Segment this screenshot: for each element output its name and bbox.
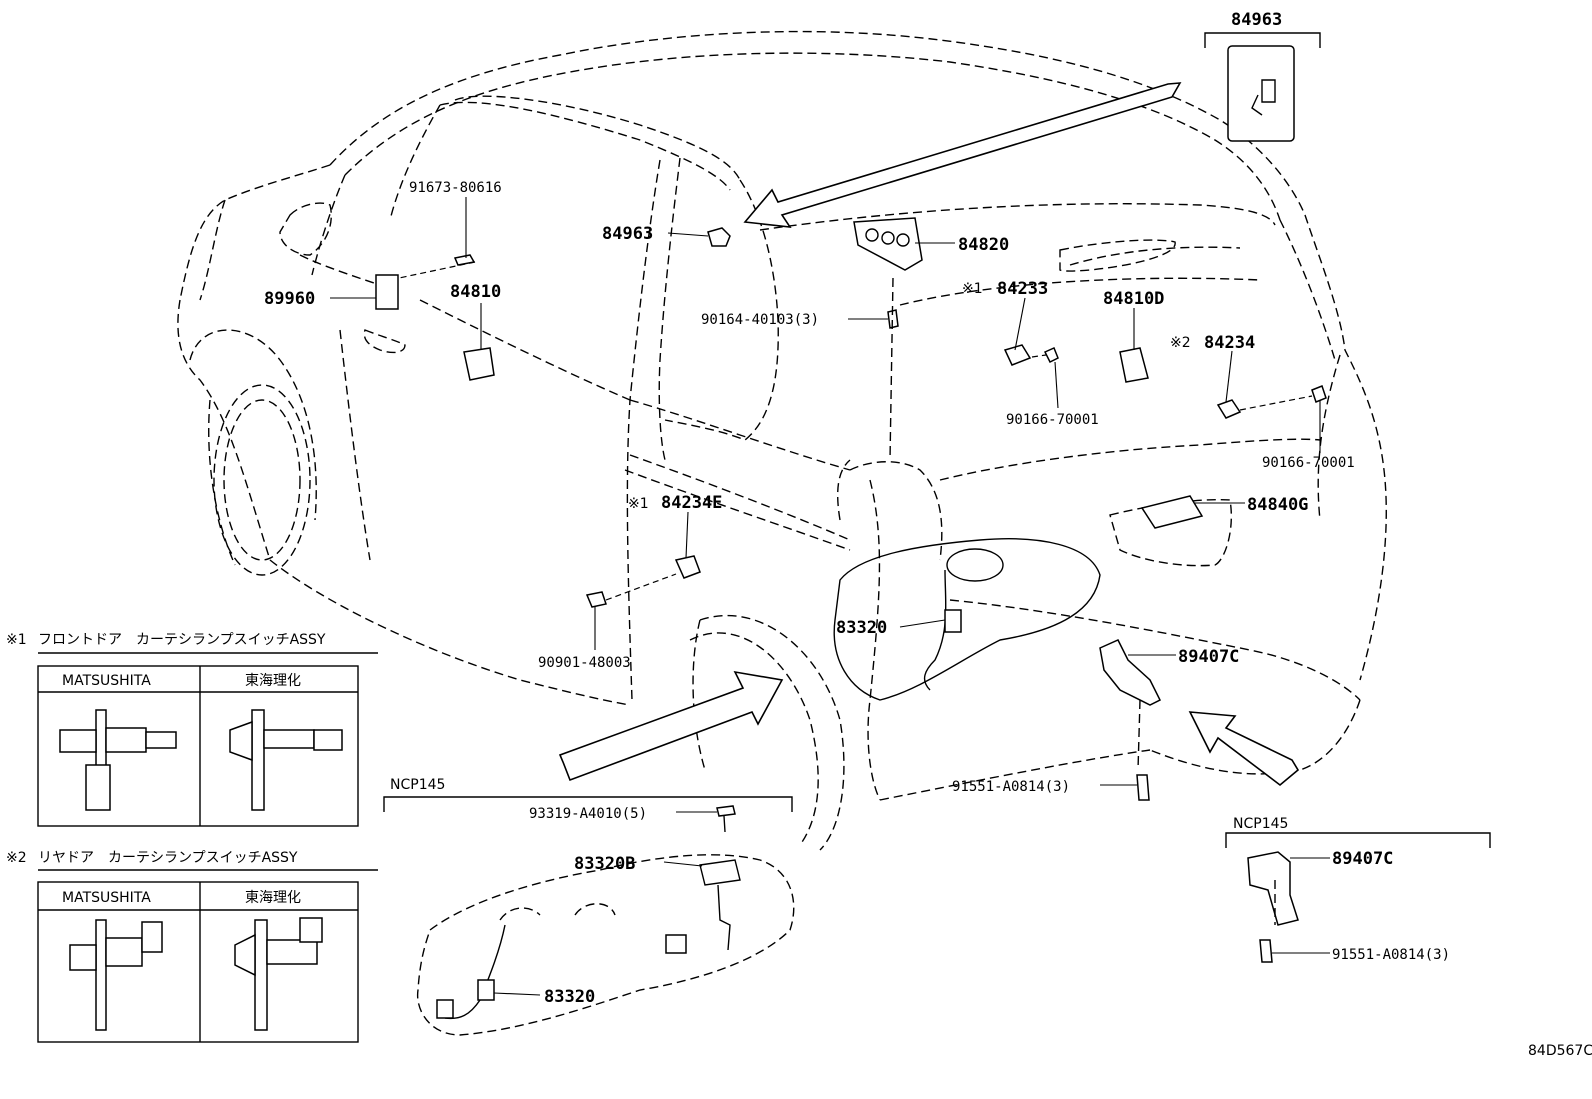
parts [375,32,1327,801]
label-84840G: 84840G [1247,495,1308,515]
note1-mark: ※1 [6,632,27,648]
note2-table [37,869,378,1043]
label-91551-inset: 91551-A0814(3) [1332,947,1450,963]
label-90166-a: 90166-70001 [1006,412,1099,428]
label-ncp145-bracket: NCP145 [1233,816,1288,832]
label-84233: 84233 [997,279,1048,299]
note1-title: フロントドア カーテシランプスイッチASSY [38,632,326,648]
label-84233-mark: ※1 [962,281,983,297]
note2-title: リヤドア カーテシランプスイッチASSY [38,850,298,866]
label-90164: 90164-40103(3) [701,312,819,328]
label-84810: 84810 [450,282,501,302]
label-83320-inset: 83320 [544,987,595,1007]
label-83320B: 83320B [574,854,635,874]
label-90901: 90901-48003 [538,655,631,671]
label-84234-mark: ※2 [1170,335,1191,351]
arrow-left [558,670,784,782]
arrow-top [743,82,1182,228]
note2-col1: MATSUSHITA [62,890,151,906]
ncp145-bracket-inset [1225,832,1491,963]
ncp145-tank-inset [383,796,795,1036]
label-91551: 91551-A0814(3) [952,779,1070,795]
label-83320: 83320 [836,618,887,638]
diagram-code: 84D567C [1528,1043,1592,1059]
note1-col2: 東海理化 [245,673,301,689]
label-84234: 84234 [1204,333,1255,353]
label-84234E: 84234E [661,493,722,513]
label-89407C: 89407C [1178,647,1239,667]
label-89960: 89960 [264,289,315,309]
note2-mark: ※2 [6,850,27,866]
arrow-right [1188,711,1300,787]
label-84810D: 84810D [1103,289,1164,309]
leader-lines [330,197,1321,786]
label-91673: 91673-80616 [409,180,502,196]
label-90166-b: 90166-70001 [1262,455,1355,471]
label-89407C-inset: 89407C [1332,849,1393,869]
note1-table [37,652,378,827]
note2-col2: 東海理化 [245,890,301,906]
label-93319: 93319-A4010(5) [529,806,647,822]
labels: 84963 84963 91673-80616 89960 84810 8482… [6,10,1592,1059]
view-arrows [558,82,1300,787]
label-ncp145-tank: NCP145 [390,777,445,793]
label-84963-box: 84963 [1231,10,1282,30]
label-84963: 84963 [602,224,653,244]
label-84820: 84820 [958,235,1009,255]
label-84234E-mark: ※1 [628,496,649,512]
note1-col1: MATSUSHITA [62,673,151,689]
